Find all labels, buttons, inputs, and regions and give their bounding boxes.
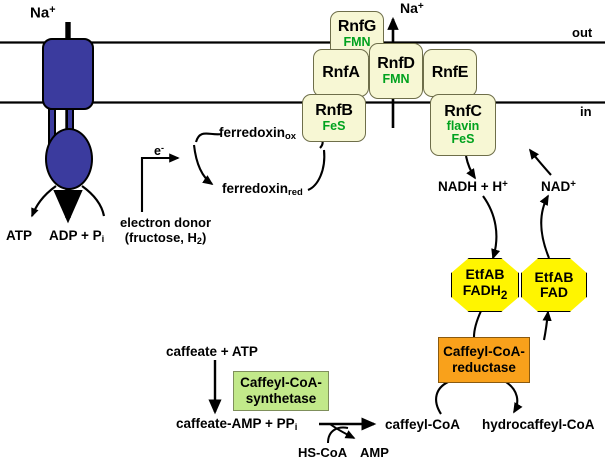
etfab-fad-line1: EtfAB [534, 268, 574, 285]
caffeyl-coa-synthetase-box[interactable]: Caffeyl-CoA- synthetase [233, 371, 329, 411]
rnfc-cofactor-2-label: FeS [451, 132, 475, 147]
atp-synthase-membrane-domain [42, 38, 94, 110]
hs-coa-input-arc [327, 426, 349, 444]
caffeyl-coa-label: caffeyl-CoA [385, 417, 461, 432]
membrane-in-label: in [580, 104, 592, 119]
rnfd-cofactor-label: FMN [382, 71, 410, 86]
amp-output-arc [329, 423, 356, 439]
caffeyl-coa-reductase-box[interactable]: Caffeyl-CoA- reductase [438, 337, 530, 383]
electron-donor-line2: (fructose, H2) [124, 229, 207, 246]
electron-donor-arrow [140, 153, 180, 212]
etfab-fadh2-line1: EtfAB [465, 266, 505, 283]
reductase-to-etfab-fad-arrow [542, 310, 552, 341]
rnf-subunit-rnfe[interactable]: RnfE [423, 49, 477, 97]
membrane-out-label: out [572, 25, 593, 40]
etfab-fadh2-to-reductase-arrow [472, 310, 482, 338]
electron-donor-line1: electron donor [120, 215, 212, 230]
etfab-fadh2-node[interactable]: EtfAB FADH2 [451, 258, 519, 312]
rnfg-cofactor-label: FMN [343, 34, 371, 49]
reductase-line1: Caffeyl-CoA- [443, 344, 525, 360]
rnfb-cofactor-label: FeS [322, 118, 346, 133]
synthetase-line2: synthetase [245, 391, 317, 406]
electron-label: e- [154, 143, 164, 158]
reductase-line2: reductase [452, 360, 516, 375]
rnfe-label: RnfE [431, 63, 469, 81]
nadh-label: NADH + H+ [438, 178, 508, 194]
rnfc-label: RnfC [444, 102, 482, 120]
etfab-fad-node[interactable]: EtfAB FAD [521, 258, 587, 312]
hydrocaffeyl-coa-label: hydrocaffeyl-CoA [482, 417, 595, 432]
etfab-to-nad-arc [539, 194, 550, 259]
ferredoxin-red-to-loop-arc [307, 149, 326, 191]
rnf-subunit-rnfa[interactable]: RnfA [313, 49, 369, 97]
rnf-subunit-rnfd[interactable]: RnfD FMN [369, 43, 423, 99]
ferredoxin-red-label: ferredoxinred [222, 181, 303, 199]
rnfc-cofactor-1-label: flavin [446, 119, 480, 134]
ferredoxin-ox-label: ferredoxinox [219, 125, 297, 143]
etfab-fadh2-line2: FADH2 [462, 281, 508, 302]
atp-synthase-sodium-label: Na+ [30, 4, 56, 22]
synthetase-line1: Caffeyl-CoA- [240, 375, 322, 391]
rnf-subunit-rnfb[interactable]: RnfB FeS [302, 94, 366, 142]
nadh-to-etfab-arc [482, 195, 501, 260]
rnfg-label: RnfG [337, 18, 377, 36]
ferredoxin-oxidation-arc [194, 132, 223, 143]
rnfd-label: RnfD [377, 55, 415, 73]
atp-synthase-rotation-arrows [30, 185, 106, 218]
adp-pi-label: ADP + Pi [49, 228, 105, 246]
nad-label: NAD+ [541, 178, 576, 194]
caffeate-atp-label: caffeate + ATP [166, 344, 258, 359]
electron-donor-label: electron donor (fructose, H2) [120, 215, 212, 246]
rnf-subunit-rnfc[interactable]: RnfC flavin FeS [430, 94, 496, 156]
rnf-sodium-label: Na+ [400, 0, 424, 17]
rnfc-to-nadh-arrow [464, 155, 476, 180]
caffeate-amp-label: caffeate-AMP + PPi [176, 416, 298, 434]
caffeyl-coa-to-reductase-arc [435, 381, 449, 415]
ferredoxin-reduction-arc [192, 144, 214, 185]
atp-label: ATP [6, 228, 32, 243]
reductase-to-hydrocaffeyl-coa-arc [505, 381, 523, 414]
atp-synthase-catalytic-head [45, 128, 93, 190]
nad-to-rnfc-arrow [528, 148, 552, 176]
etfab-fad-line2: FAD [540, 284, 568, 300]
amp-label: AMP [360, 445, 389, 460]
rnfb-label: RnfB [315, 102, 353, 120]
hs-coa-label: HS-CoA [298, 445, 348, 460]
rnfa-label: RnfA [322, 63, 360, 81]
